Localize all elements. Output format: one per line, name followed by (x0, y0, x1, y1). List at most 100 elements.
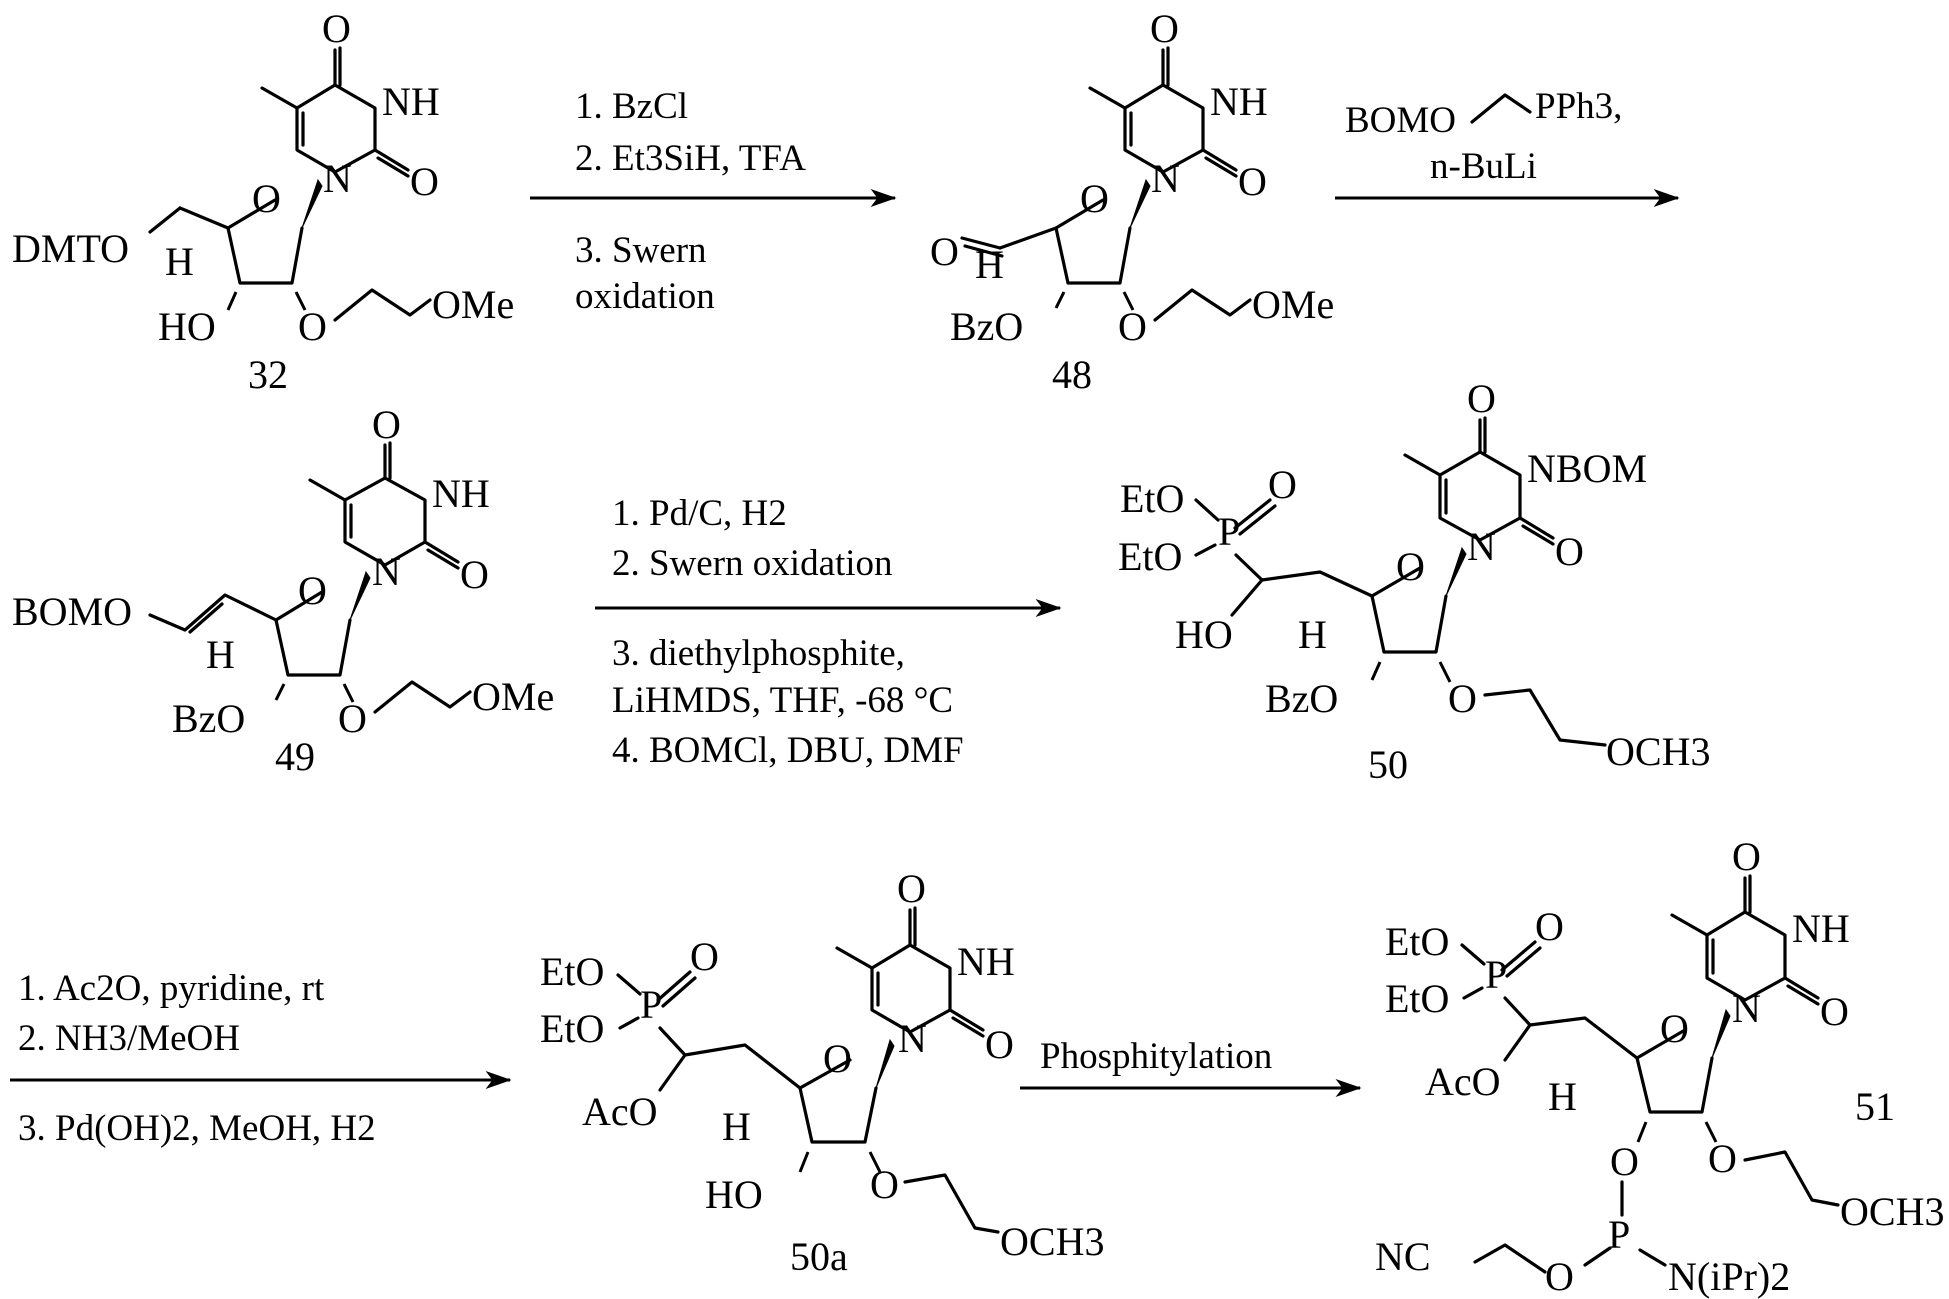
c50a-label-7: P (640, 982, 662, 1027)
c50a-label-9: AcO (582, 1089, 658, 1134)
step2-above-1: PPh3, (1535, 86, 1622, 127)
c48-label-6: H (975, 242, 1004, 287)
c32-label-5: DMTO (12, 226, 129, 271)
c49-label-6: H (206, 632, 235, 677)
c50-label-1: NBOM (1527, 446, 1647, 491)
c48-label-1: NH (1210, 79, 1268, 124)
c50a-label-2: O (985, 1022, 1014, 1067)
c51-label-12: P (1608, 1212, 1630, 1257)
c50a-label-3: N (898, 1016, 927, 1061)
c32-label-3: N (323, 156, 352, 201)
compound-50: O NBOM O N O EtO EtO P O HO H BzO O OCH3… (1118, 376, 1710, 787)
c50-label-9: HO (1175, 612, 1233, 657)
c32-label-7: HO (158, 304, 216, 349)
step3-above-0: 1. Pd/C, H2 (612, 493, 787, 534)
c50-label-10: H (1298, 612, 1327, 657)
compound-51: O NH O N O EtO EtO P O AcO H O P O NC N(… (1375, 834, 1944, 1299)
c50-label-2: O (1555, 529, 1584, 574)
c32-label-4: O (252, 176, 281, 221)
c50a-label-13: OCH3 (1000, 1219, 1104, 1264)
c51-number: 51 (1855, 1084, 1895, 1129)
step-5: Phosphitylation (1020, 1036, 1360, 1096)
c48-label-9: OMe (1252, 282, 1334, 327)
c50-label-12: O (1448, 676, 1477, 721)
c51-label-13: O (1545, 1254, 1574, 1299)
c32-number: 32 (248, 352, 288, 397)
c51-label-17: OCH3 (1840, 1189, 1944, 1234)
c49-label-8: O (338, 696, 367, 741)
c48-label-3: N (1151, 156, 1180, 201)
c51-label-4: O (1660, 1006, 1689, 1051)
step1-below-1: oxidation (575, 276, 715, 317)
c48-label-4: O (1080, 176, 1109, 221)
compound-32: O NH O N O DMTO H HO O OMe 32 (12, 6, 514, 397)
step3-below-0: 3. diethylphosphite, (612, 633, 905, 674)
compound-48: O NH O N O O H BzO O OMe 48 (930, 6, 1334, 397)
c49-label-4: O (298, 568, 327, 613)
c50a-label-4: O (823, 1036, 852, 1081)
c51-label-8: O (1535, 904, 1564, 949)
c50-label-5: EtO (1120, 476, 1184, 521)
c32-label-9: OMe (432, 282, 514, 327)
step1-below-0: 3. Swern (575, 230, 707, 271)
c49-label-0: O (372, 402, 401, 447)
compound-50a: O NH O N O EtO EtO P O AcO H HO O OCH3 5… (540, 866, 1104, 1279)
c50a-label-12: O (870, 1162, 899, 1207)
c51-label-1: NH (1792, 906, 1850, 951)
c50-label-7: P (1218, 509, 1240, 554)
c51-label-3: N (1732, 986, 1761, 1031)
c48-label-8: O (1118, 304, 1147, 349)
step2-above-0: BOMO (1345, 100, 1456, 141)
c51-label-15: N(iPr)2 (1668, 1254, 1790, 1299)
c32-label-8: O (298, 304, 327, 349)
step-3: 1. Pd/C, H2 2. Swern oxidation 3. diethy… (595, 493, 1060, 771)
c51-label-7: P (1485, 952, 1507, 997)
c50-label-4: O (1396, 544, 1425, 589)
step4-above-1: 2. NH3/MeOH (18, 1018, 240, 1059)
c49-number: 49 (275, 734, 315, 779)
c50a-label-0: O (897, 866, 926, 911)
step1-above-1: 2. Et3SiH, TFA (575, 138, 806, 179)
c48-label-7: BzO (950, 304, 1023, 349)
c50-label-3: N (1467, 524, 1496, 569)
c49-label-3: N (372, 549, 401, 594)
step2-above-2: n-BuLi (1430, 146, 1537, 187)
c32-label-2: O (410, 159, 439, 204)
c48-number: 48 (1052, 352, 1092, 397)
c50a-label-5: EtO (540, 949, 604, 994)
c50a-number: 50a (790, 1234, 848, 1279)
c48-label-0: O (1150, 6, 1179, 51)
step-1: 1. BzCl 2. Et3SiH, TFA 3. Swern oxidatio… (530, 86, 895, 317)
c49-label-7: BzO (172, 696, 245, 741)
c51-label-6: EtO (1385, 976, 1449, 1021)
step3-above-1: 2. Swern oxidation (612, 543, 893, 584)
step-4: 1. Ac2O, pyridine, rt 2. NH3/MeOH 3. Pd(… (10, 968, 510, 1149)
c49-label-5: BOMO (12, 589, 132, 634)
c32-label-0: O (322, 6, 351, 51)
c49-label-9: OMe (472, 674, 554, 719)
c50a-label-1: NH (957, 939, 1015, 984)
c49-label-1: NH (432, 471, 490, 516)
c51-label-10: H (1548, 1074, 1577, 1119)
step-2: BOMO PPh3, n-BuLi (1335, 86, 1678, 206)
c50a-label-10: H (722, 1104, 751, 1149)
c51-label-14: NC (1375, 1234, 1431, 1279)
c51-label-9: AcO (1425, 1059, 1501, 1104)
c32-label-6: H (165, 239, 194, 284)
step3-below-1: LiHMDS, THF, -68 °C (612, 680, 953, 721)
c50-number: 50 (1368, 742, 1408, 787)
c50-label-13: OCH3 (1606, 729, 1710, 774)
step4-above-0: 1. Ac2O, pyridine, rt (18, 968, 325, 1009)
c32-label-1: NH (382, 79, 440, 124)
c51-label-16: O (1708, 1136, 1737, 1181)
c50-label-11: BzO (1265, 676, 1338, 721)
compound-49: O NH O N O BOMO H BzO O OMe 49 (12, 402, 554, 779)
c50-label-6: EtO (1118, 534, 1182, 579)
c51-label-0: O (1732, 834, 1761, 879)
step3-below-2: 4. BOMCl, DBU, DMF (612, 730, 964, 771)
c50a-label-8: O (690, 934, 719, 979)
c51-label-11: O (1610, 1139, 1639, 1184)
c51-label-5: EtO (1385, 919, 1449, 964)
step1-above-0: 1. BzCl (575, 86, 688, 127)
c48-label-5: O (930, 229, 959, 274)
